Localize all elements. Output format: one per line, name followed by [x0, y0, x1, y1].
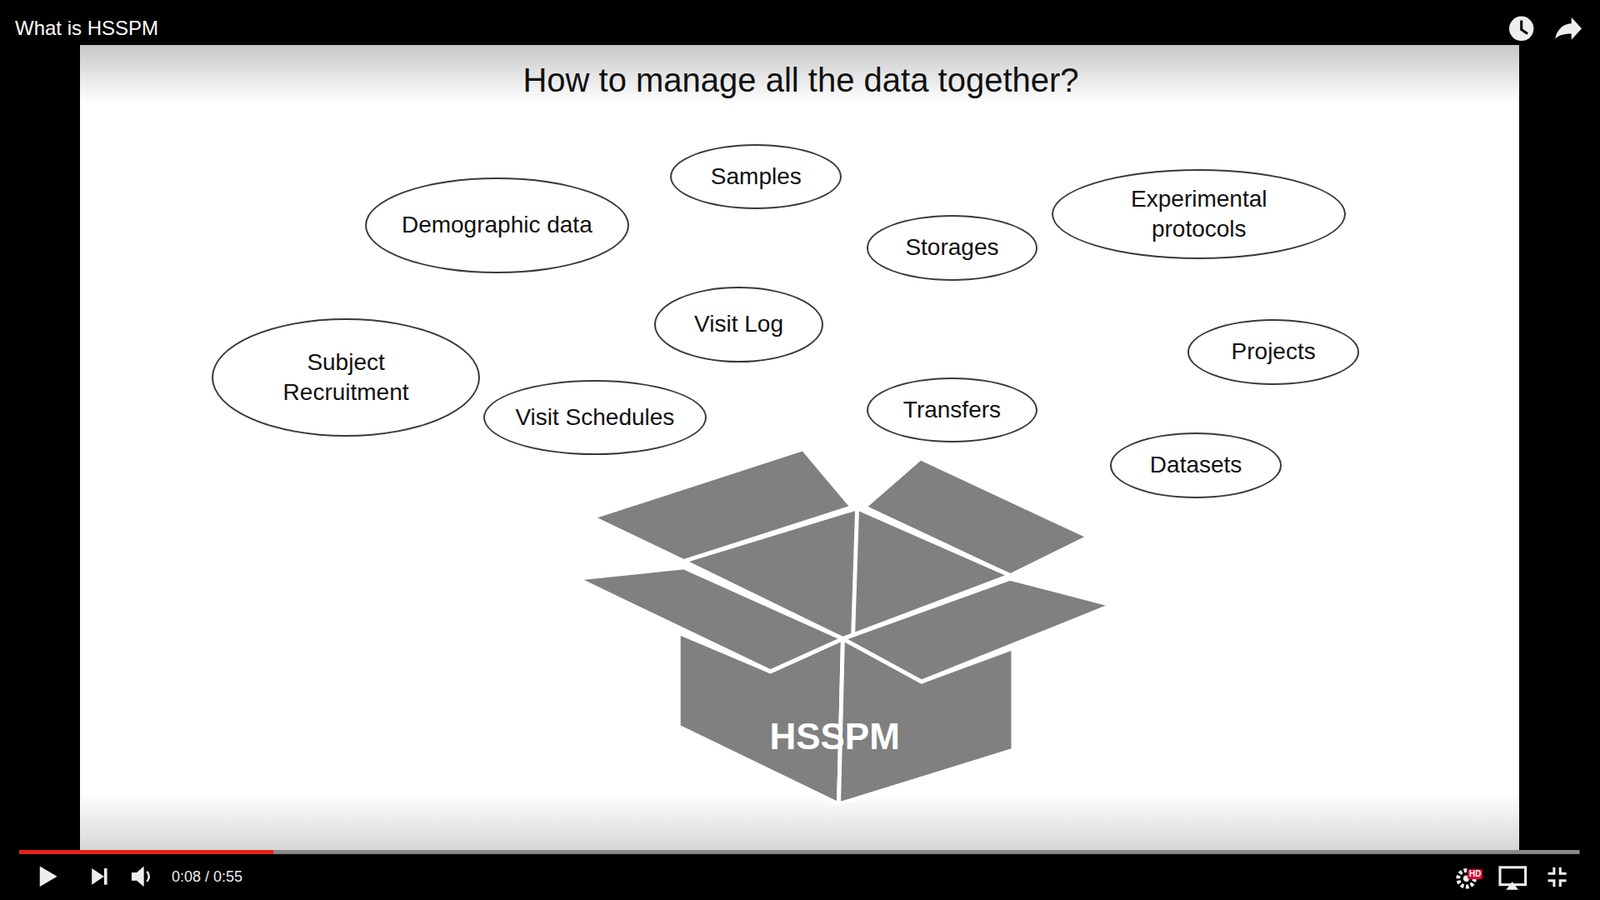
box-illustration: [576, 449, 1113, 805]
data-ellipse: Visit Log: [654, 286, 824, 363]
watch-later-icon: [1509, 16, 1534, 41]
play-icon: [40, 866, 58, 887]
data-ellipse: Demographic data: [365, 177, 630, 274]
data-ellipse: Experimental protocols: [1051, 169, 1346, 260]
data-ellipse: Transfers: [866, 377, 1039, 443]
data-ellipse: Visit Schedules: [483, 380, 707, 456]
ellipse-label: Projects: [1231, 336, 1316, 367]
ellipse-label: Visit Log: [694, 309, 784, 340]
progress-track: [19, 850, 1580, 855]
data-ellipse: Projects: [1187, 319, 1360, 385]
ellipse-label: Subject Recruitment: [249, 347, 443, 409]
data-ellipse: Storages: [866, 215, 1039, 280]
data-ellipse: Samples: [670, 144, 842, 210]
time-display: 0:08 / 0:55: [171, 868, 243, 886]
ellipse-label: Visit Schedules: [515, 402, 675, 433]
progress-played: [19, 850, 274, 855]
box-label: HSSPM: [767, 714, 901, 760]
data-ellipse: Datasets: [1110, 432, 1282, 498]
ellipse-label: Demographic data: [401, 210, 593, 240]
ellipse-label: Datasets: [1150, 450, 1243, 480]
share-icon: [1555, 17, 1582, 40]
ellipse-label: Samples: [710, 161, 802, 192]
next-icon: [91, 868, 107, 885]
box-name: HSSPM: [769, 715, 900, 758]
ellipse-label: Transfers: [903, 395, 1001, 425]
exit-fullscreen-icon: [1548, 867, 1567, 887]
data-ellipse: Subject Recruitment: [211, 318, 480, 437]
ellipse-label: Storages: [905, 232, 999, 263]
hd-badge: HD: [1467, 869, 1483, 880]
volume-icon: [131, 866, 150, 887]
video-title: What is HSSPM: [15, 16, 159, 40]
slide-title: How to manage all the data together?: [522, 61, 1079, 100]
ellipse-label: Experimental protocols: [1092, 184, 1306, 245]
airplay-icon: [1500, 867, 1526, 890]
